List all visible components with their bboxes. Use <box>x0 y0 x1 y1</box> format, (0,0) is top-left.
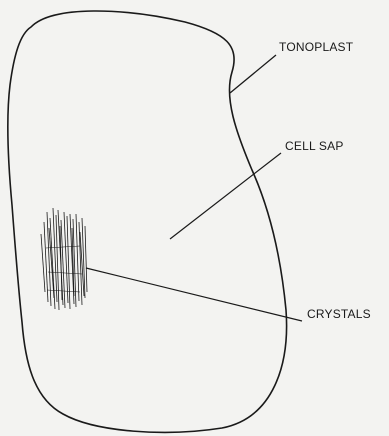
tonoplast-label: TONOPLAST <box>279 40 353 54</box>
crystals-label: CRYSTALS <box>307 307 371 321</box>
cell-sap-label: CELL SAP <box>285 139 344 153</box>
crystals-leader <box>86 268 302 321</box>
crystal-bundle <box>41 208 87 310</box>
tonoplast-leader <box>230 55 276 93</box>
cell-sap-leader <box>170 153 281 239</box>
tonoplast-outline <box>8 11 287 432</box>
